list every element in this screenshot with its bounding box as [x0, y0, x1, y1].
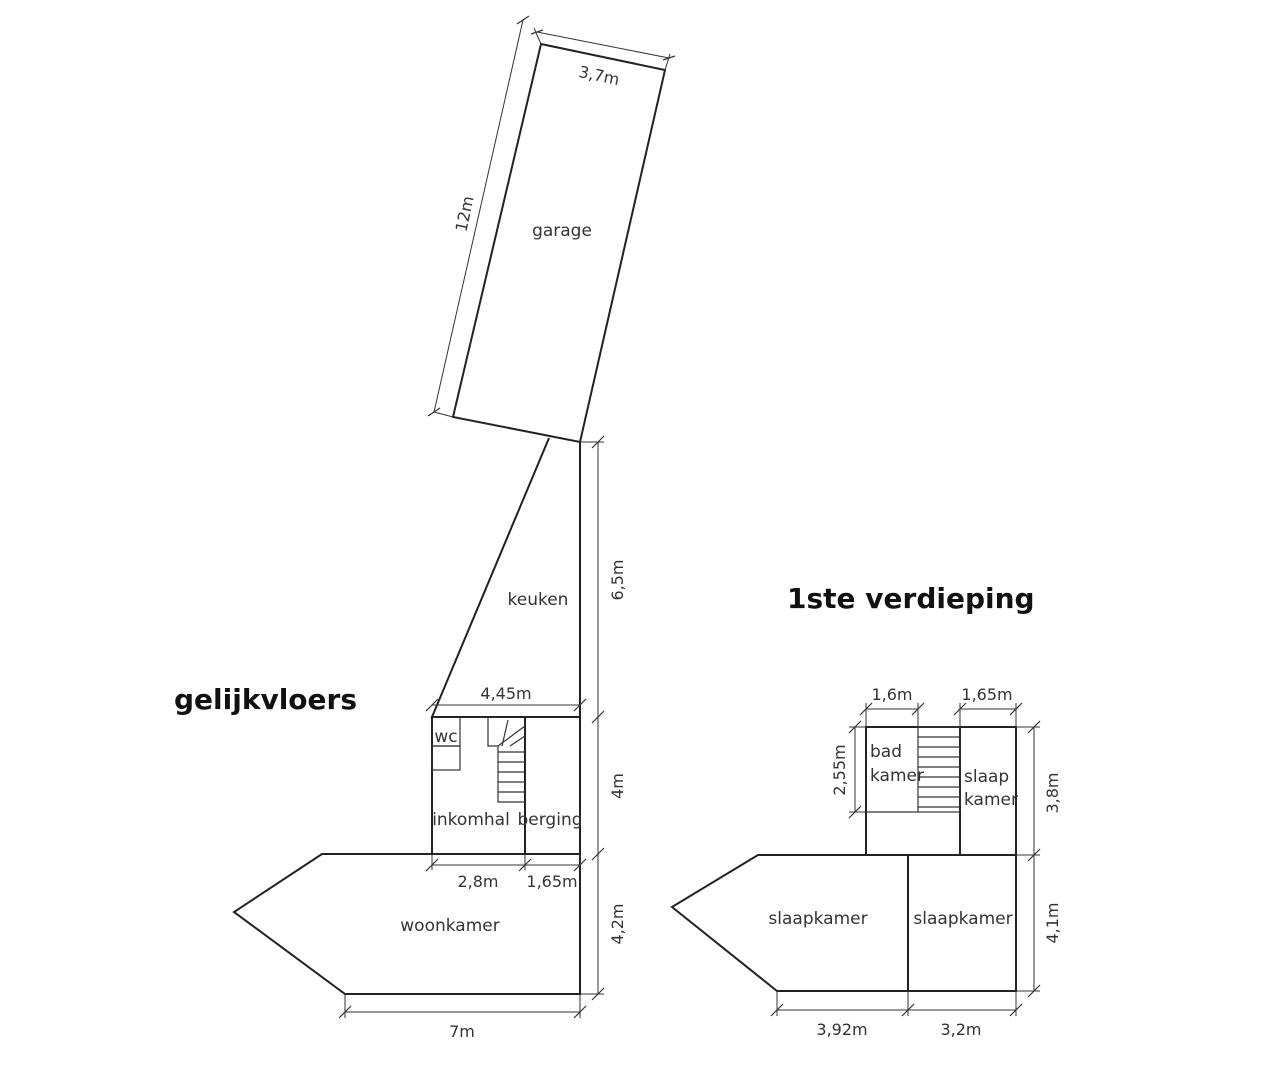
berging-label: berging	[517, 810, 582, 830]
slaap-small-label-line1: slaap	[964, 767, 1009, 787]
wc-fixture	[431, 745, 461, 771]
dim-keuken-length: 6,5m	[608, 559, 627, 600]
ground-staircase	[487, 717, 526, 803]
dim-slaapkamer-right-width: 3,2m	[940, 1020, 981, 1039]
dim-slaap-small-width: 1,65m	[961, 685, 1012, 704]
dim-keuken-width: 4,45m	[480, 684, 531, 703]
slaapkamer-left-label: slaapkamer	[768, 909, 867, 929]
dim-bad-depth: 2,55m	[830, 744, 849, 795]
bad-label-line2: kamer	[870, 766, 924, 786]
dim-inkomhal-width: 2,8m	[457, 872, 498, 891]
woonkamer-outline	[232, 853, 581, 995]
heading-ground-floor: gelijkvloers	[174, 683, 357, 716]
first-floor-plan: bad kamer slaap kamer slaapkamer slaapka…	[670, 582, 1062, 1039]
garage-outline	[451, 42, 667, 444]
lower-block-outline	[670, 854, 1017, 992]
garage-label: garage	[532, 221, 592, 241]
dim-garage-width: 3,7m	[577, 62, 621, 89]
dim-lower-depth: 4,1m	[1043, 902, 1062, 943]
keuken-outline	[430, 437, 581, 718]
heading-first-floor: 1ste verdieping	[787, 582, 1035, 615]
inkomhal-label: inkomhal	[432, 810, 510, 830]
dim-bad-width: 1,6m	[871, 685, 912, 704]
dim-woonkamer-width: 7m	[449, 1022, 475, 1041]
dim-upper-depth: 3,8m	[1043, 772, 1062, 813]
ground-dimensions	[338, 15, 676, 1019]
upper-staircase	[917, 726, 961, 813]
wc-label: wc	[434, 727, 457, 747]
woonkamer-label: woonkamer	[400, 916, 499, 936]
dim-berging-width: 1,65m	[526, 872, 577, 891]
dim-slaapkamer-left-width: 3,92m	[816, 1020, 867, 1039]
dim-garage-length: 12m	[452, 194, 478, 233]
dim-woonkamer-depth: 4,2m	[608, 903, 627, 944]
dim-hall-depth: 4m	[608, 773, 627, 799]
slaap-small-label-line2: kamer	[964, 790, 1018, 810]
bad-label-line1: bad	[870, 742, 902, 762]
ground-floor-plan: garage keuken wc inkomhal berging woonka…	[174, 15, 676, 1041]
keuken-label: keuken	[508, 590, 569, 610]
first-floor-dimensions	[770, 702, 1041, 1017]
slaapkamer-right-label: slaapkamer	[913, 909, 1012, 929]
